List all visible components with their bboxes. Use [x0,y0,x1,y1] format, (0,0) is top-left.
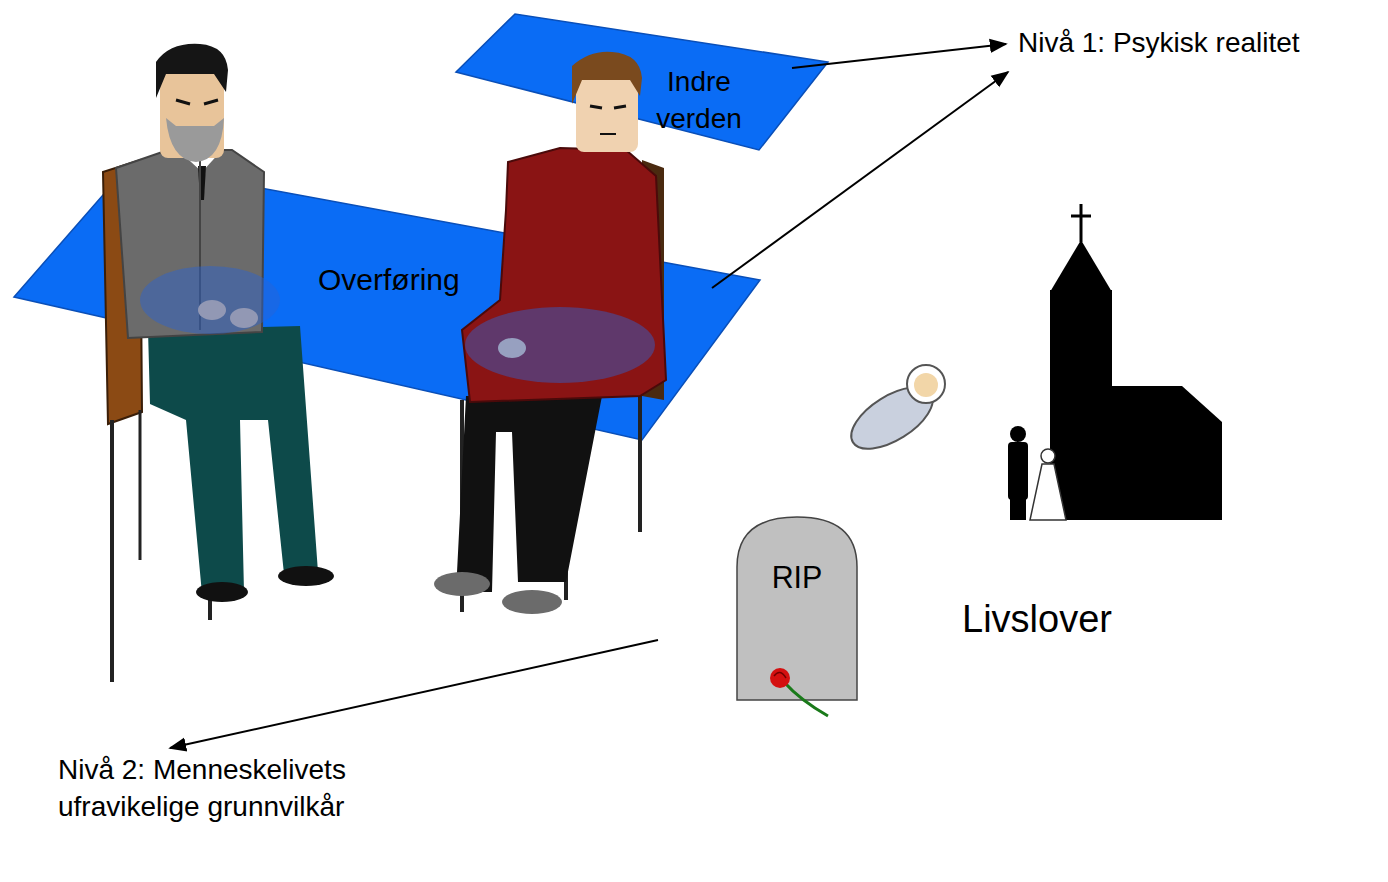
man-right [434,572,490,596]
man-right [456,396,602,592]
man-right [614,106,626,108]
node-text: Overføring [318,262,460,298]
leader-line [792,44,1006,68]
inner-world-plane-shape [456,14,828,150]
wedding-couple [1008,442,1028,500]
rose [774,672,786,678]
man-right [590,106,602,108]
wedding-couple [1010,426,1026,442]
tombstone-shape [737,517,857,700]
church [1110,386,1222,520]
man-right [434,52,666,614]
tombstone-outline [735,515,859,700]
transference-plane-shape [14,164,760,440]
leader-line [170,640,658,748]
man-right [572,52,642,104]
chair-left [110,420,114,682]
church [1080,204,1083,242]
baby [914,373,938,397]
baby [841,365,945,461]
inner-world-plane-outline [456,14,828,150]
chair-left [139,410,142,560]
wedding-couple [1030,464,1066,520]
level-label: Nivå 1: Psykisk realitet [1018,26,1300,60]
church [1071,215,1091,218]
church [1050,240,1112,292]
wedding-couple [1010,498,1026,520]
man-left [278,566,334,586]
man-left [176,100,190,104]
wedding-couple [1041,449,1055,463]
life-laws-plane-shape [338,365,1378,862]
node-text: Livslover [962,597,1112,643]
man-right [502,590,562,614]
man-left [166,118,224,162]
man-right [600,133,616,135]
level-label: Nivå 2: Menneskelivets ufravikelige grun… [58,752,398,826]
baby [907,365,945,403]
man-left [196,582,248,602]
node-text: RIP [735,559,859,596]
church [1050,204,1222,520]
man-left [148,326,318,594]
man-left [156,44,228,98]
man-right [465,307,655,383]
leader-line [170,44,1008,748]
node-text: Indre verden [624,64,774,138]
wedding-couple [1008,426,1066,520]
tombstone: RIP [735,515,859,700]
man-left [140,266,280,334]
rose [770,668,790,688]
inner-world-plane: Indre verden [456,14,828,150]
man-left [204,100,218,104]
